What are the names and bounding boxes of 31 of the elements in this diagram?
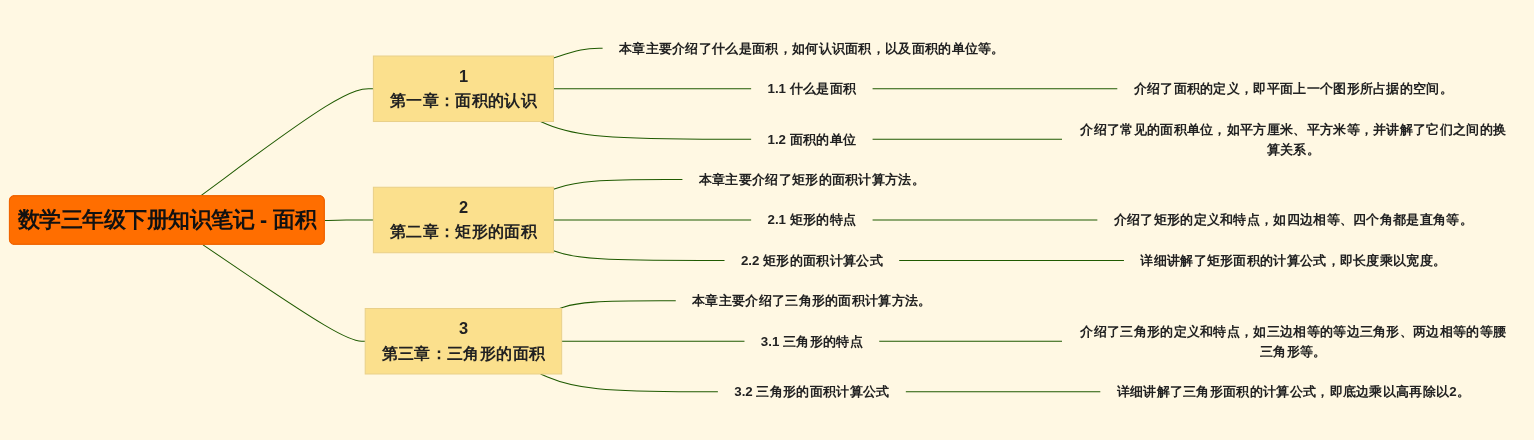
mind-map: 数学三年级下册知识笔记 - 面积 1 第一章：面积的认识 本章主要介绍了什么是面积，如何认识面积，以及面积的单位等。 1.1 什么是面积 介绍了面积的定义，即平面上一个图形所占据的空间。 1.2 面积的单位 介绍了常见的面积单位，如平方厘米、平方米等，并讲解了它们之间的换算关系。 2 第二章：矩形的面积 本章主要介绍了矩形的面积计算方法。 2.1 矩形的特点 介绍了矩形的定义和特点，如四边相等、四个角都是直角等。 2.2 矩形的面积计算公式 详细讲解了矩形面积的计算公式，即长度乘以宽度。 3 第三章：三角形的面积 本章主要介绍了三角形的面积计算方法。 3.1 三角形的特点 介绍了三角形的定义和特点，如三边相等的等边三角形、两边相等的等腰三角形等。 3.2 三角形的面积计算公式 详细讲解了三角形面积的计算公式，即底边乘以高再除以2。 xyxy=(0,22,1534,418)
node-text: 本章主要介绍了什么是面积，如何认识面积，以及面积的单位等。 xyxy=(618,40,1005,56)
node-text: 介绍了矩形的定义和特点，如四边相等、四个角都是直角等。 xyxy=(1113,212,1473,228)
connector xyxy=(324,219,374,221)
connector xyxy=(561,340,745,342)
connector xyxy=(199,88,374,197)
node-text: 详细讲解了矩形面积的计算公式，即长度乘以宽度。 xyxy=(1140,252,1447,268)
node-text: 介绍了面积的定义，即平面上一个图形所占据的空间。 xyxy=(1133,80,1453,97)
connector xyxy=(905,391,1101,393)
node-text: 2.1 矩形的特点 xyxy=(767,212,857,228)
node-text: 本章主要介绍了矩形的面积计算方法。 xyxy=(698,171,925,187)
connector xyxy=(878,340,1063,342)
connector xyxy=(202,244,366,342)
node-text: 介绍了常见的面积单位，如平方厘米、平方米等，并讲解了它们之间的换算关系。 xyxy=(1080,121,1507,157)
node-text: 介绍了三角形的定义和特点，如三边相等的等边三角形、两边相等的等腰三角形等。 xyxy=(1080,323,1507,359)
node-box xyxy=(364,308,563,375)
node-text: 1.1 什么是面积 xyxy=(767,80,857,97)
node-text: 3.2 三角形的面积计算公式 xyxy=(734,383,890,400)
node-text: 本章主要介绍了三角形的面积计算方法。 xyxy=(692,292,932,309)
node-text: 2.2 矩形的面积计算公式 xyxy=(740,252,883,268)
connector xyxy=(559,300,677,309)
node-box xyxy=(372,186,554,254)
node-text: 详细讲解了三角形面积的计算公式，即底边乘以高再除以2。 xyxy=(1116,383,1470,400)
node-text: 3.1 三角形的特点 xyxy=(760,333,863,349)
node-box xyxy=(372,55,554,123)
node-text: 1.2 面积的单位 xyxy=(767,131,857,147)
connector xyxy=(552,250,726,261)
connector xyxy=(540,121,752,140)
connector xyxy=(872,88,1118,90)
connector xyxy=(872,138,1063,140)
connector xyxy=(898,259,1125,261)
